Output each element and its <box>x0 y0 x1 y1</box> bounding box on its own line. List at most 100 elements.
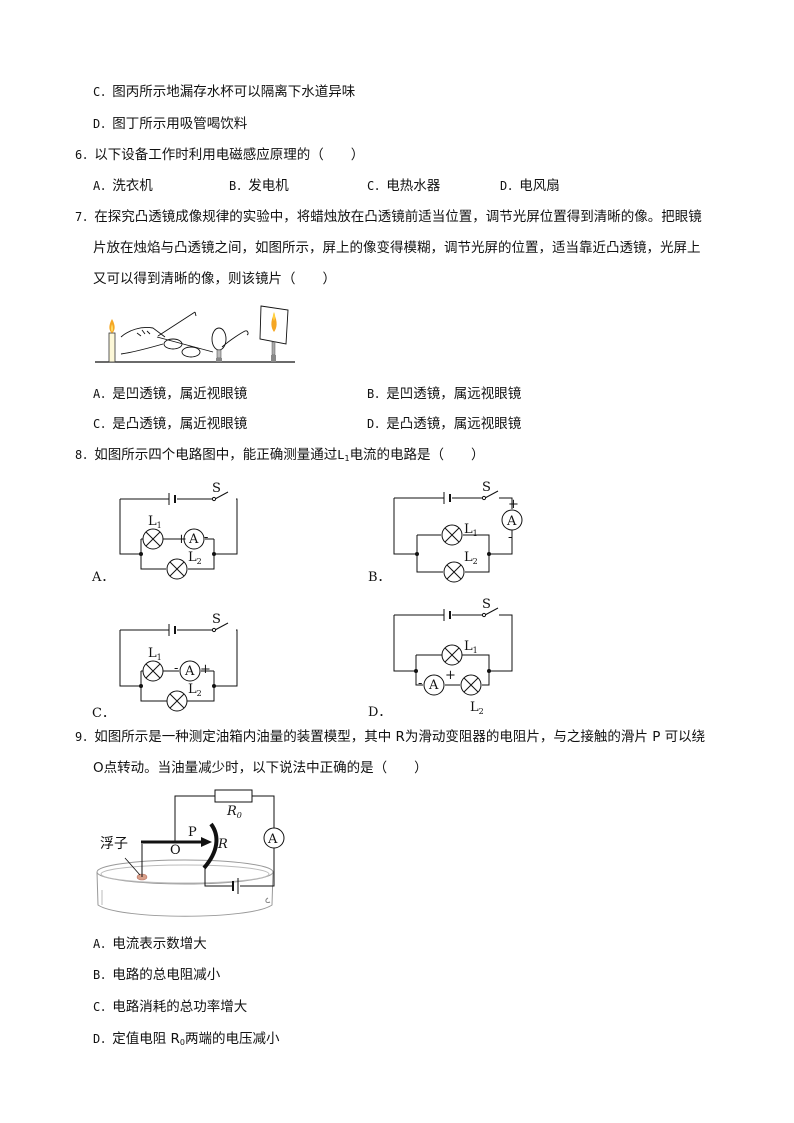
q7-stem-line-3: 又可以得到清晰的像，则该镜片（ ） <box>93 269 336 289</box>
question-text: O点转动。当油量减少时，以下说法中正确的是（ ） <box>93 760 428 776</box>
option-text: 电路的总电阻减小 <box>112 967 221 983</box>
option-text: 电热水器 <box>386 178 441 194</box>
ammeter-label: A <box>428 678 439 693</box>
light-screen-icon <box>259 305 289 362</box>
option-label: C． <box>93 85 113 99</box>
question-number: 8． <box>75 448 95 462</box>
option-label: B． <box>229 179 249 193</box>
q7-stem-line-2: 片放在烛焰与凸透镜之间，如图所示，屏上的像变得模糊，调节光屏的位置，适当靠近凸透… <box>93 238 701 258</box>
switch-label: S <box>482 480 491 495</box>
lamp2-label: L2 <box>470 700 484 716</box>
circuit-diagram-b: S + A - L1 L2 B． <box>368 480 523 585</box>
q7-option-a: A．是凹透镜，属近视眼镜 <box>93 384 247 404</box>
q9-option-d: D．定值电阻 R0两端的电压减小 <box>93 1029 280 1049</box>
q6-option-c: C．电热水器 <box>367 176 440 196</box>
option-text: 是凸透镜，属近视眼镜 <box>112 416 248 432</box>
q8-stem: 8．如图所示四个电路图中，能正确测量通过L1电流的电路是（ ） <box>75 445 485 465</box>
ammeter-label: A <box>184 664 195 679</box>
q7-option-c: C．是凸透镜，属近视眼镜 <box>93 414 247 434</box>
option-label: C． <box>93 1000 113 1014</box>
option-label: A． <box>93 387 113 401</box>
question-text: 在探究凸透镜成像规律的实验中，将蜡烛放在凸透镜前适当位置，调节光屏位置得到清晰的… <box>94 209 702 225</box>
question-number: 9． <box>75 730 95 744</box>
q5-option-c: C．图丙所示地漏存水杯可以隔离下水道异味 <box>93 82 355 102</box>
ammeter-plus: + <box>176 532 187 547</box>
circuit-option-label: A． <box>91 570 114 585</box>
lamp1-label: L1 <box>464 522 478 538</box>
question-number: 6． <box>75 148 95 162</box>
q9-stem-line-1: 9．如图所示是一种测定油箱内油量的装置模型，其中 R为滑动变阻器的电阻片，与之接… <box>75 727 705 747</box>
question-text: 如图所示是一种测定油箱内油量的装置模型，其中 R为滑动变阻器的电阻片，与之接触的… <box>94 729 706 745</box>
q7-option-d: D．是凸透镜，属远视眼镜 <box>367 414 521 434</box>
slider-label: P <box>188 825 197 840</box>
switch-label: S <box>212 612 221 627</box>
q9-option-b: B．电路的总电阻减小 <box>93 965 220 985</box>
question-text: 又可以得到清晰的像，则该镜片（ ） <box>93 271 336 287</box>
option-text: 洗衣机 <box>112 178 153 194</box>
lamp1-label: L1 <box>464 639 478 655</box>
ammeter-label: A <box>267 832 278 847</box>
option-label: B． <box>93 968 113 982</box>
option-label: D． <box>93 117 113 131</box>
lens-experiment-figure <box>95 305 295 363</box>
option-label: A． <box>93 937 113 951</box>
ammeter-minus: - <box>418 676 422 691</box>
ammeter-label: A <box>188 532 199 547</box>
lamp2-label: L2 <box>188 682 202 698</box>
lamp-symbol: L <box>337 448 345 462</box>
option-text: 电风扇 <box>519 178 560 194</box>
pivot-label: O <box>170 843 181 858</box>
option-text: 图丁所示用吸管喝饮料 <box>112 116 248 132</box>
q6-option-b: B．发电机 <box>229 176 289 196</box>
option-label: B． <box>367 387 387 401</box>
option-text: 是凹透镜，属远视眼镜 <box>386 386 522 402</box>
ammeter-plus: + <box>445 668 456 683</box>
circuit-diagram-d: S L1 - A + L2 D． <box>368 597 513 720</box>
eyeglasses-icon <box>120 311 214 358</box>
circuit-diagram-a: S L1 + A - L2 A． <box>91 481 238 585</box>
rheostat-label: R <box>217 837 228 852</box>
option-subscript: 0 <box>179 1038 185 1047</box>
lamp2-label: L2 <box>188 550 202 566</box>
option-text: 定值电阻 R <box>112 1031 180 1047</box>
circuit-option-label: C． <box>92 706 115 721</box>
candle-icon <box>108 319 116 363</box>
q7-stem-line-1: 7．在探究凸透镜成像规律的实验中，将蜡烛放在凸透镜前适当位置，调节光屏位置得到清… <box>75 207 702 227</box>
lamp-subscript: 1 <box>344 454 350 463</box>
q9-stem-line-2: O点转动。当油量减少时，以下说法中正确的是（ ） <box>93 758 428 778</box>
q9-option-a: A．电流表示数增大 <box>93 934 207 954</box>
switch-label: S <box>212 481 221 496</box>
r0-label: R0 <box>226 804 242 820</box>
option-text: 两端的电压减小 <box>185 1031 280 1047</box>
lamp2-label: L2 <box>464 550 478 566</box>
q6-option-d: D．电风扇 <box>500 176 560 196</box>
option-text: 是凹透镜，属近视眼镜 <box>112 386 248 402</box>
ammeter-minus: - <box>508 530 512 545</box>
ammeter-plus: + <box>508 497 519 512</box>
ammeter-label: A <box>506 514 517 529</box>
convex-lens-icon <box>211 327 249 362</box>
option-text: 是凸透镜，属远视眼镜 <box>386 416 522 432</box>
ammeter-plus: + <box>200 662 211 677</box>
option-label: D． <box>93 1032 113 1046</box>
lamp1-label: L1 <box>148 646 162 662</box>
option-text: 图丙所示地漏存水杯可以隔离下水道异味 <box>112 84 356 100</box>
lamp1-label: L1 <box>148 514 162 530</box>
option-label: D． <box>367 417 387 431</box>
question-number: 7． <box>75 210 95 224</box>
q5-option-d: D．图丁所示用吸管喝饮料 <box>93 114 247 134</box>
rheostat-arc <box>202 822 219 870</box>
question-text: 以下设备工作时利用电磁感应原理的（ ） <box>94 147 365 163</box>
q9-option-c: C．电路消耗的总功率增大 <box>93 997 247 1017</box>
switch-label: S <box>482 597 491 612</box>
circuit-option-label: B． <box>368 570 391 585</box>
q6-stem: 6．以下设备工作时利用电磁感应原理的（ ） <box>75 145 364 165</box>
oil-gauge-figure: 浮子 R0 A R P O <box>96 789 285 917</box>
option-label: C． <box>367 179 387 193</box>
ammeter-minus: - <box>174 661 178 676</box>
option-label: A． <box>93 179 113 193</box>
question-text: 电流的电路是（ ） <box>349 447 485 463</box>
option-label: D． <box>500 179 520 193</box>
option-text: 电路消耗的总功率增大 <box>112 999 248 1015</box>
circuit-diagram-c: S L1 - A + L2 C． <box>92 612 238 721</box>
